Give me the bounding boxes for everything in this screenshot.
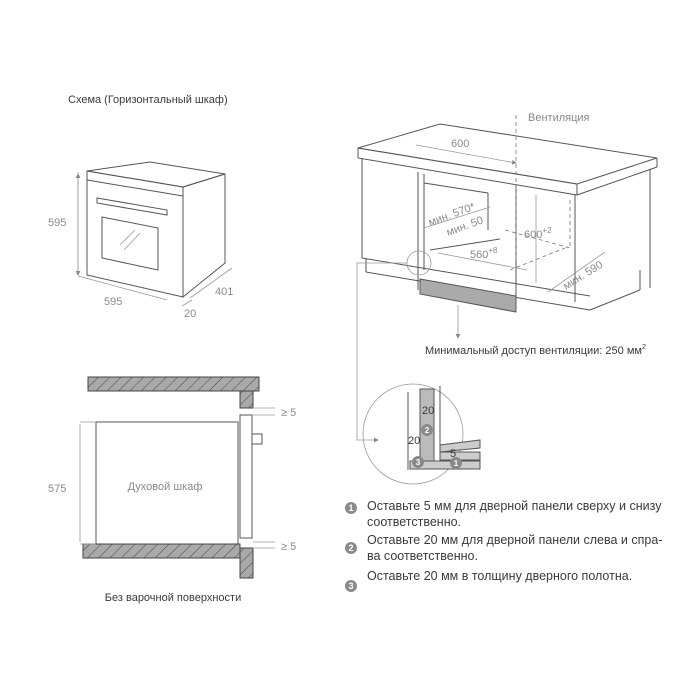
- inner-width-label: 560+8: [470, 246, 498, 261]
- oven-depth-label: 401: [215, 286, 233, 298]
- oven-height-label: 595: [48, 217, 66, 229]
- marker-2: 2: [425, 426, 430, 435]
- cabinet-drawing: Вентиляция 600 мин. 570* мин. 50 600+2 5…: [356, 112, 658, 443]
- oven-handle: [96, 197, 168, 216]
- oven-window: [101, 216, 159, 271]
- inner-width-value: 560: [470, 249, 488, 261]
- vent-access-text: Минимальный доступ вентиляции: 250 мм: [425, 345, 642, 357]
- page-title: Схема (Горизонтальный шкаф): [68, 94, 228, 106]
- vent-access-sup: 2: [642, 344, 646, 351]
- gap-top-label: ≥ 5: [281, 407, 296, 419]
- door-gap-detail: 20 20 5 2 3 1: [362, 383, 481, 485]
- height-tolerance: +2: [542, 226, 552, 235]
- oven-3d-drawing: 595 595 401 20: [48, 161, 233, 320]
- section-height-label: 575: [48, 483, 66, 495]
- height-value: 600: [524, 229, 542, 241]
- vent-access-label: Минимальный доступ вентиляции: 250 мм2: [425, 344, 646, 357]
- cabinet-height-label: 600+2: [524, 226, 552, 241]
- detail-5: 5: [450, 448, 456, 460]
- oven-width-label: 595: [104, 296, 122, 308]
- legend-item-2: 2 Оставьте 20 мм для дверной панели слев…: [345, 532, 665, 564]
- legend-item-3: 3 Оставьте 20 мм в толщину дверного поло…: [345, 568, 665, 592]
- oven-label: Духовой шкаф: [128, 481, 203, 493]
- inner-width-tolerance: +8: [488, 246, 498, 255]
- legend-text: Оставьте 20 мм для дверной панели слева …: [367, 533, 663, 563]
- legend-item-1: 1 Оставьте 5 мм для дверной панели сверх…: [345, 498, 665, 530]
- min-590-label: мин. 590: [561, 259, 605, 293]
- gap-bottom-label: ≥ 5: [281, 541, 296, 553]
- legend-text: Оставьте 20 мм в толщину дверного полотн…: [367, 569, 633, 583]
- number-1-icon: 1: [345, 502, 357, 514]
- door-panel: [239, 414, 253, 539]
- number-2-icon: 2: [345, 542, 357, 554]
- section-drawing: 575 Духовой шкаф ≥ 5 ≥ 5 Без варочной по…: [48, 376, 296, 604]
- marker-3: 3: [416, 458, 421, 467]
- legend-text: Оставьте 5 мм для дверной панели сверху …: [367, 499, 662, 529]
- section-caption: Без варочной поверхности: [105, 592, 241, 604]
- number-3-icon: 3: [345, 580, 357, 592]
- detail-20-left: 20: [408, 435, 420, 447]
- detail-20-top: 20: [422, 405, 434, 417]
- ventilation-label: Вентиляция: [528, 112, 590, 124]
- cabinet-width-label: 600: [451, 138, 469, 150]
- marker-1: 1: [454, 459, 459, 468]
- oven-door-label: 20: [184, 308, 196, 320]
- oven-knob: [251, 433, 263, 445]
